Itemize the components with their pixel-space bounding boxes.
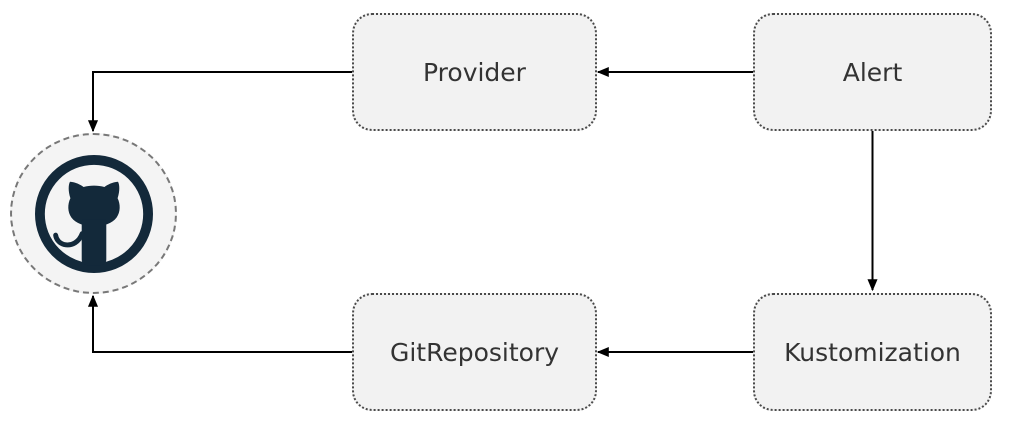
node-gitrepository-label: GitRepository — [389, 337, 560, 367]
node-kustomization: Kustomization — [753, 293, 992, 411]
node-alert-label: Alert — [842, 57, 903, 87]
node-provider: Provider — [352, 13, 597, 131]
node-gitrepository: GitRepository — [352, 293, 597, 411]
node-provider-label: Provider — [423, 57, 526, 87]
node-kustomization-label: Kustomization — [784, 337, 961, 367]
node-alert: Alert — [753, 13, 992, 131]
edge-provider-to-github — [87, 71, 352, 133]
github-octocat-icon — [34, 154, 153, 273]
node-github — [10, 133, 177, 294]
edge-gitrepository-to-github — [87, 294, 352, 353]
